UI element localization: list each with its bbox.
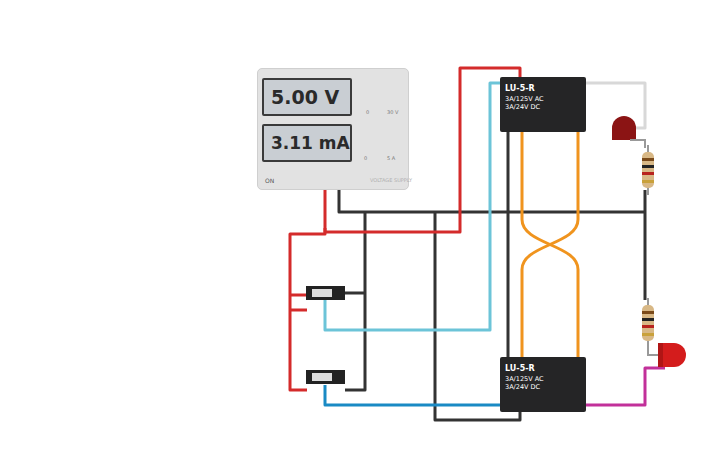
led	[648, 343, 686, 367]
voltage-display: 5.00 V	[262, 78, 352, 116]
relay: LU-5-R3A/125V AC3A/24V DC	[500, 357, 586, 412]
scale-label: 30 V	[387, 109, 398, 115]
rating-text: 3A/24V DC	[505, 383, 586, 391]
wire	[290, 228, 325, 390]
power-supply: VOLTAGE SUPPLY 5.00 V 3.11 mA	[257, 68, 409, 190]
wire-connector	[522, 132, 578, 357]
readout: 3.11 mA	[271, 133, 350, 153]
rating-text: 3A/125V AC	[505, 95, 586, 103]
part-name: LU-5-R	[505, 83, 586, 95]
resistor-symbol	[642, 145, 654, 195]
slide-switch	[306, 286, 345, 384]
relay: LU-5-R3A/125V AC3A/24V DC	[500, 77, 586, 132]
led	[612, 116, 645, 148]
rating-text: 3A/125V AC	[505, 375, 586, 383]
rating-text: 3A/24V DC	[505, 103, 586, 111]
resistor-symbol	[642, 298, 654, 350]
brand-text: VOLTAGE SUPPLY	[370, 177, 412, 183]
wire	[585, 368, 665, 405]
part-name: LU-5-R	[505, 363, 586, 375]
switch-label: ON	[265, 177, 274, 184]
current-display: 3.11 mA	[262, 124, 352, 162]
wire-connector	[522, 132, 578, 357]
scale-label: 0	[364, 155, 367, 161]
scale-label: 5 A	[387, 155, 395, 161]
scale-label: 0	[366, 109, 369, 115]
readout: 5.00 V	[271, 86, 339, 108]
wire	[325, 385, 500, 405]
